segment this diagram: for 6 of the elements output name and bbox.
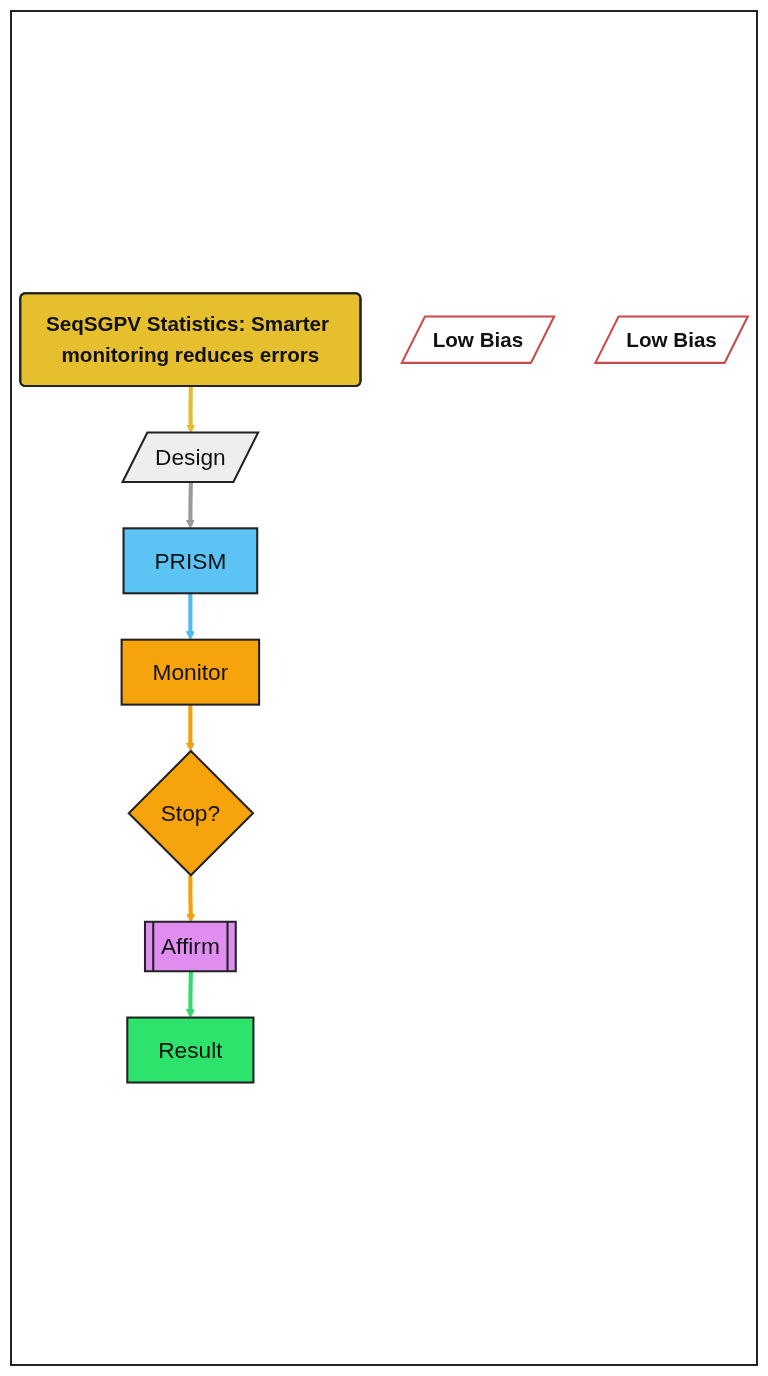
node-box: PRISM — [122, 527, 259, 595]
arrow — [185, 704, 195, 752]
arrow — [185, 482, 195, 529]
node-diamond: Stop? — [127, 749, 255, 877]
node-box: Result — [126, 1016, 255, 1084]
node-box: Monitor — [120, 638, 261, 706]
